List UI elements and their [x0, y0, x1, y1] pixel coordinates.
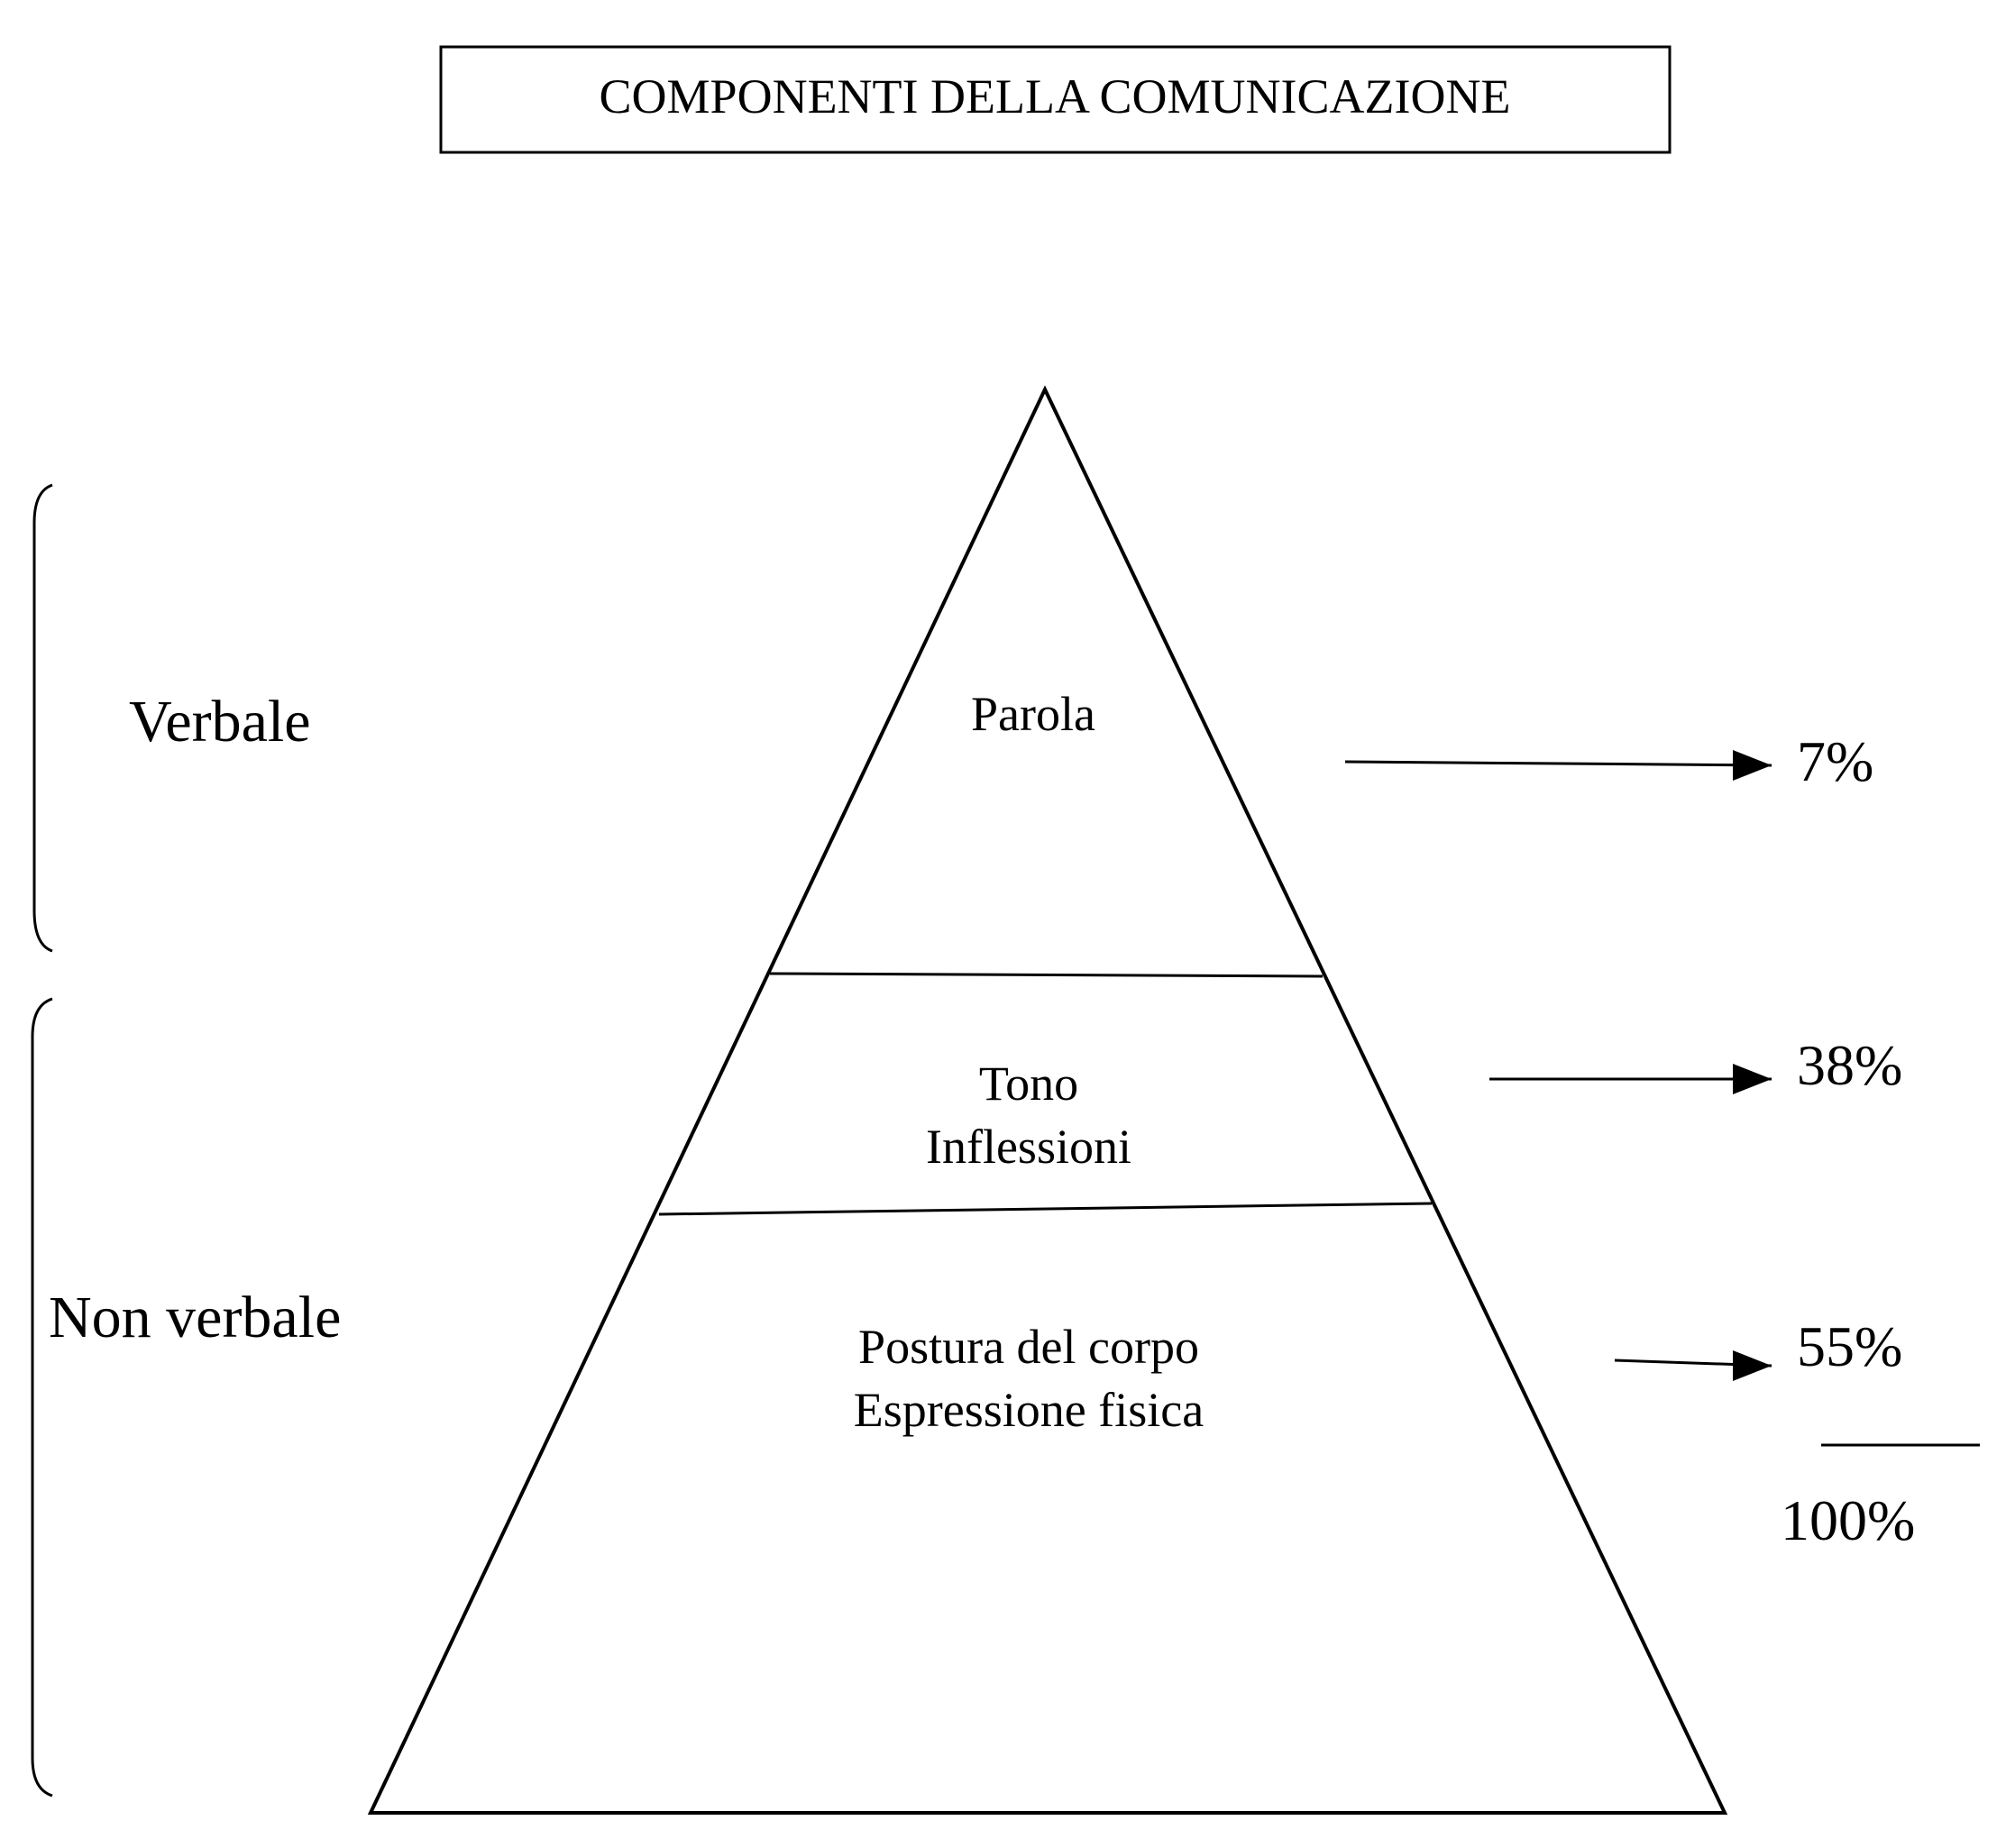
pyramid-level-inflessioni-label: Inflessioni	[926, 1120, 1131, 1174]
pyramid-level-postura-label: Postura del corpo	[858, 1320, 1199, 1374]
pyramid: Parola Tono Inflessioni Postura del corp…	[367, 385, 1728, 1815]
title-frame	[439, 45, 1672, 154]
pyramid-divider-bottom	[658, 1202, 1433, 1216]
arrowhead-tono-icon	[1733, 1064, 1772, 1094]
pyramid-level-parola-label: Parola	[971, 687, 1095, 741]
pyramid-outline	[367, 385, 1728, 1815]
percent-tono: 38%	[1797, 1033, 1902, 1097]
nonverbal-brace	[31, 997, 53, 1798]
percent-total: 100%	[1781, 1488, 1915, 1552]
percent-parola: 7%	[1797, 729, 1873, 793]
percent-postura: 55%	[1797, 1314, 1902, 1378]
title-box: COMPONENTI DELLA COMUNICAZIONE	[439, 45, 1672, 154]
percentages: 7% 38% 55% 100%	[1344, 729, 1980, 1552]
diagram-title: COMPONENTI DELLA COMUNICAZIONE	[600, 69, 1511, 124]
pyramid-divider-top	[769, 972, 1324, 978]
arrowhead-postura-icon	[1733, 1350, 1772, 1381]
nonverbal-group: Non verbale	[31, 997, 341, 1798]
pyramid-level-tono-label: Tono	[979, 1057, 1078, 1111]
arrow-parola	[1344, 760, 1772, 767]
verbal-label: Verbale	[129, 689, 311, 755]
pyramid-level-espressione-label: Espressione fisica	[854, 1383, 1204, 1437]
verbal-brace	[32, 483, 53, 953]
arrowhead-parola-icon	[1733, 750, 1772, 781]
verbal-group: Verbale	[32, 483, 311, 953]
nonverbal-label: Non verbale	[49, 1285, 341, 1350]
